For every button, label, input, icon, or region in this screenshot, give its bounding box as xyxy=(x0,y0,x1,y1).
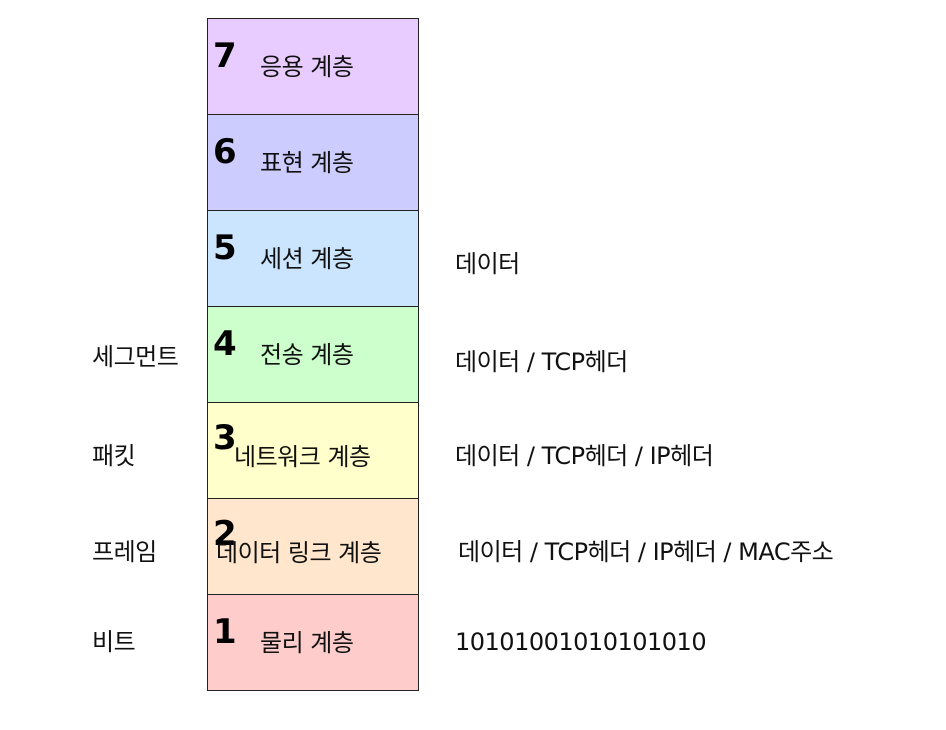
layer-4-transport: 4 전송 계층 xyxy=(208,307,418,403)
payload-physical: 10101001010101010 xyxy=(455,628,707,656)
payload-datalink: 데이터 / TCP헤더 / IP헤더 / MAC주소 xyxy=(458,538,834,566)
osi-layer-stack: 7 응용 계층 6 표현 계층 5 세션 계층 4 전송 계층 3 네트워크 계… xyxy=(207,18,419,691)
layer-2-datalink: 2 데이터 링크 계층 xyxy=(208,499,418,595)
layer-number: 5 xyxy=(213,228,237,268)
layer-number: 3 xyxy=(213,418,237,458)
pdu-label-bit: 비트 xyxy=(92,628,136,656)
layer-5-session: 5 세션 계층 xyxy=(208,211,418,307)
layer-name: 물리 계층 xyxy=(260,629,354,657)
layer-number: 1 xyxy=(213,612,237,652)
layer-name: 표현 계층 xyxy=(260,149,354,177)
layer-number: 6 xyxy=(213,132,237,172)
payload-session: 데이터 xyxy=(455,250,520,278)
layer-3-network: 3 네트워크 계층 xyxy=(208,403,418,499)
layer-number: 4 xyxy=(213,324,237,364)
layer-number: 7 xyxy=(213,36,237,76)
pdu-label-frame: 프레임 xyxy=(92,538,157,566)
pdu-label-packet: 패킷 xyxy=(92,442,136,470)
layer-name: 세션 계층 xyxy=(260,245,354,273)
payload-transport: 데이터 / TCP헤더 xyxy=(455,348,628,376)
layer-name: 데이터 링크 계층 xyxy=(216,539,382,567)
layer-name: 전송 계층 xyxy=(260,341,354,369)
payload-network: 데이터 / TCP헤더 / IP헤더 xyxy=(455,442,714,470)
layer-6-presentation: 6 표현 계층 xyxy=(208,115,418,211)
pdu-label-segment: 세그먼트 xyxy=(92,343,179,371)
layer-7-application: 7 응용 계층 xyxy=(208,19,418,115)
layer-name: 네트워크 계층 xyxy=(234,443,371,471)
layer-number: 2 xyxy=(213,514,237,554)
layer-1-physical: 1 물리 계층 xyxy=(208,595,418,691)
layer-name: 응용 계층 xyxy=(260,53,354,81)
